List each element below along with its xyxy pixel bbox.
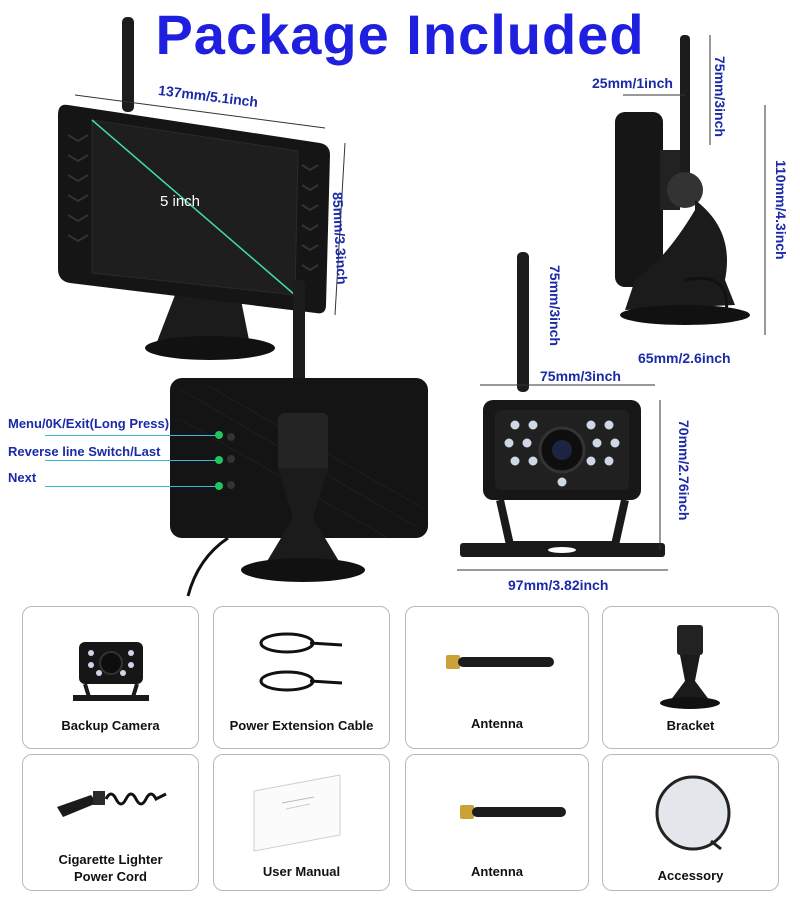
monitor-side-image bbox=[595, 30, 775, 340]
item-card-antenna-2: Antenna bbox=[405, 754, 589, 891]
camera-antenna-dimension: 75mm/3inch bbox=[547, 265, 563, 346]
item-label-bracket: Bracket bbox=[666, 718, 715, 733]
camera-height-dimension: 70mm/2.76inch bbox=[676, 420, 692, 521]
button-led-menu[interactable] bbox=[215, 431, 223, 439]
side-depth-dimension: 25mm/1inch bbox=[592, 75, 673, 91]
button-line-next bbox=[45, 486, 217, 487]
item-label-antenna-2: Antenna bbox=[471, 864, 523, 879]
page-title: Package Included bbox=[155, 3, 645, 66]
camera-image bbox=[455, 250, 670, 580]
camera-icon bbox=[73, 642, 149, 701]
manual-icon bbox=[253, 774, 341, 852]
side-base-dimension: 65mm/2.6inch bbox=[638, 350, 731, 366]
monitor-front-image bbox=[30, 15, 360, 365]
side-height-dimension: 110mm/4.3inch bbox=[773, 160, 789, 260]
button-label-reverse: Reverse line Switch/Last bbox=[8, 444, 161, 459]
antenna-icon bbox=[446, 655, 554, 669]
item-card-accessory: Accessory bbox=[602, 754, 779, 891]
item-label-accessory: Accessory bbox=[657, 868, 724, 883]
item-label-antenna-1: Antenna bbox=[471, 716, 523, 731]
item-card-user-manual: User Manual bbox=[213, 754, 390, 891]
item-label-power-cord-line1: Cigarette Lighter bbox=[58, 852, 163, 867]
camera-width-dimension: 75mm/3inch bbox=[540, 368, 621, 384]
bracket-icon bbox=[660, 625, 720, 709]
item-card-power-extension-cable: Power Extension Cable bbox=[213, 606, 390, 749]
button-line-reverse bbox=[45, 460, 217, 461]
button-label-menu: Menu/0K/Exit(Long Press) bbox=[8, 416, 170, 431]
item-label-user-manual: User Manual bbox=[262, 864, 341, 879]
button-led-reverse[interactable] bbox=[215, 456, 223, 464]
item-card-bracket: Bracket bbox=[602, 606, 779, 749]
item-label-power-extension-cable: Power Extension Cable bbox=[229, 718, 374, 733]
button-led-next[interactable] bbox=[215, 482, 223, 490]
side-antenna-dimension: 75mm/3inch bbox=[712, 56, 728, 137]
item-label-backup-camera: Backup Camera bbox=[61, 718, 160, 733]
power-cord-icon bbox=[57, 791, 167, 817]
antenna-icon bbox=[460, 805, 566, 819]
cable-icon bbox=[259, 632, 343, 692]
button-line-menu bbox=[45, 435, 217, 436]
item-card-backup-camera: Backup Camera bbox=[22, 606, 199, 749]
button-label-next: Next bbox=[8, 470, 37, 485]
item-card-antenna-1: Antenna bbox=[405, 606, 589, 749]
screen-diagonal-label: 5 inch bbox=[160, 193, 201, 210]
camera-base-dimension: 97mm/3.82inch bbox=[508, 577, 609, 593]
item-card-power-cord: Cigarette Lighter Power Cord bbox=[22, 754, 199, 891]
suction-disc-icon bbox=[655, 775, 731, 851]
item-label-power-cord-line2: Power Cord bbox=[74, 869, 147, 884]
monitor-back-image bbox=[168, 278, 438, 598]
